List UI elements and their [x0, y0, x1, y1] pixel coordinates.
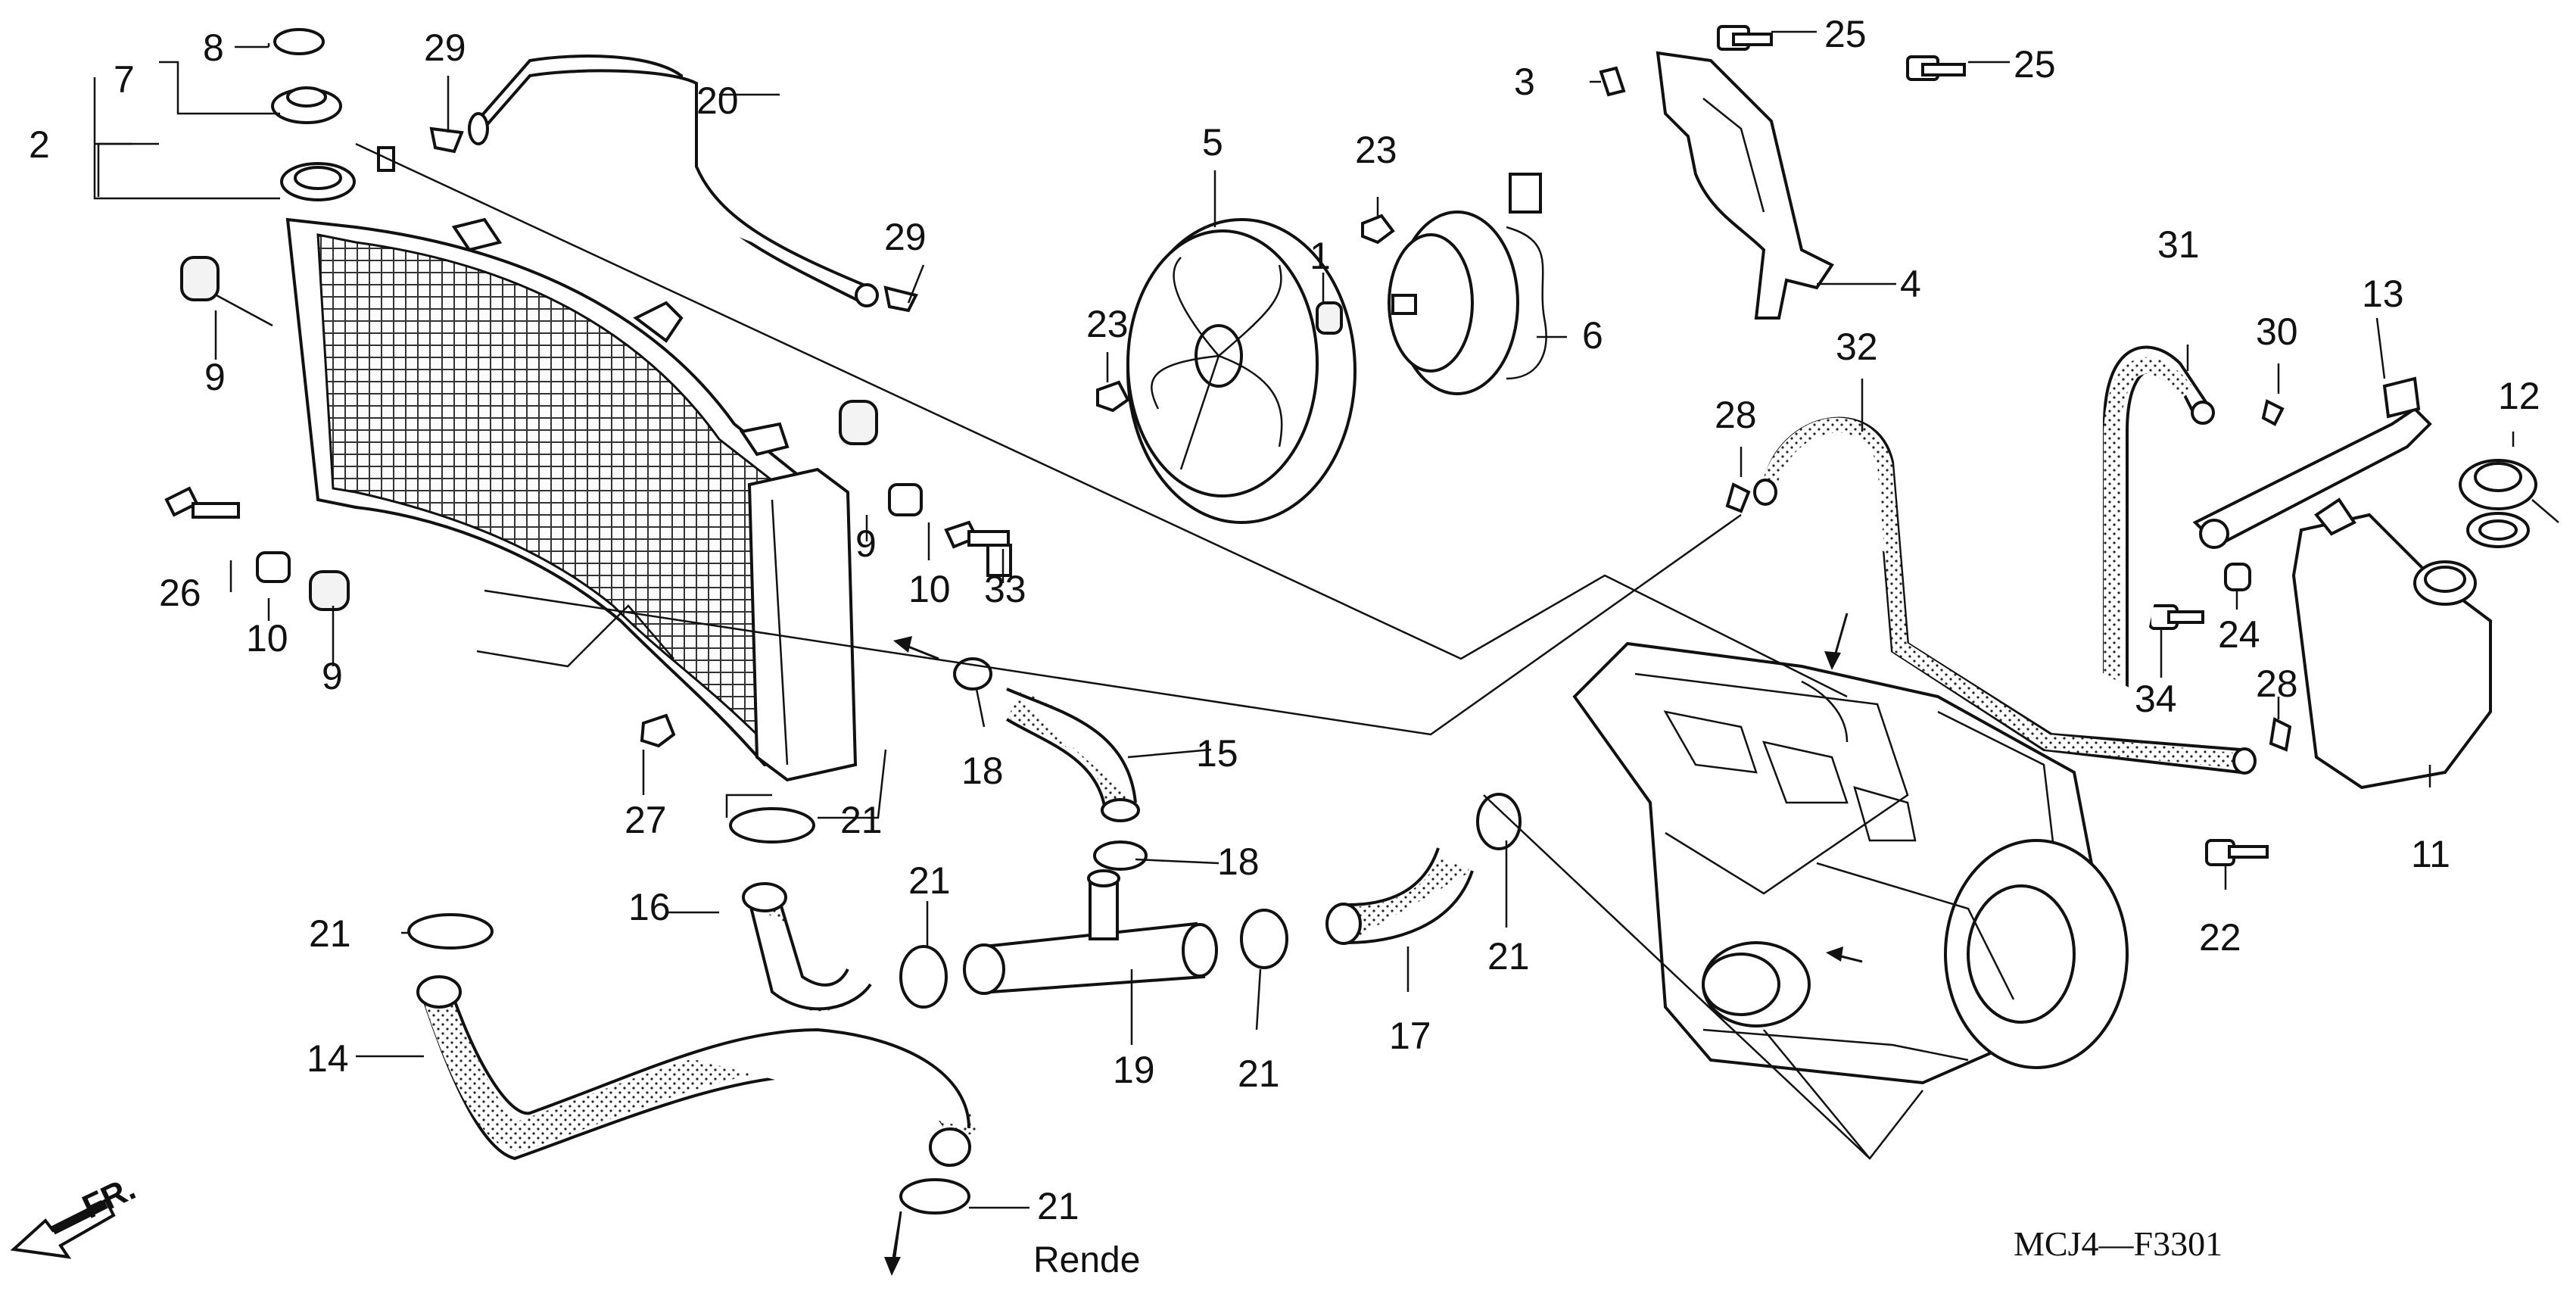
callout-26: 26	[159, 572, 201, 614]
callout-10a: 10	[246, 617, 288, 660]
callout-3: 3	[1514, 61, 1535, 103]
callout-18a: 18	[961, 750, 1004, 792]
callout-9b: 9	[322, 655, 343, 697]
callout-29a: 29	[424, 27, 466, 69]
callout-30: 30	[2256, 310, 2298, 353]
callout-5: 5	[1202, 121, 1223, 164]
callout-28b: 28	[2256, 663, 2298, 705]
callout-21f: 21	[1037, 1185, 1079, 1227]
callout-2: 2	[29, 123, 50, 166]
callout-leaders	[93, 30, 2515, 1258]
callout-27: 27	[625, 799, 667, 841]
callouts: 8 7 2 29 20 29 5 23 1 6 3 25 25 4 23 31 …	[29, 13, 2540, 1227]
reserve-tank	[2291, 497, 2492, 790]
water-pipe	[963, 869, 1218, 995]
callout-16: 16	[628, 886, 671, 928]
callout-23a: 23	[1355, 129, 1397, 171]
leader-lines	[355, 142, 1923, 1160]
callout-34: 34	[2135, 678, 2177, 720]
callout-21d: 21	[1238, 1052, 1280, 1095]
callout-19: 19	[1113, 1049, 1155, 1091]
callout-17: 17	[1389, 1015, 1431, 1057]
callout-25a: 25	[1824, 13, 1867, 55]
callout-33: 33	[984, 568, 1026, 610]
callout-20: 20	[696, 80, 739, 122]
radiator-cap	[271, 28, 395, 201]
callout-32: 32	[1836, 326, 1878, 368]
callout-9a: 9	[204, 356, 226, 398]
callout-14: 14	[307, 1037, 349, 1080]
callout-25b: 25	[2014, 43, 2056, 86]
callout-1: 1	[1310, 235, 1331, 277]
callout-21b: 21	[908, 859, 951, 902]
callout-13: 13	[2362, 273, 2404, 315]
callout-11: 11	[2411, 833, 2450, 875]
callout-21c: 21	[309, 912, 351, 955]
callout-22: 22	[2199, 916, 2241, 959]
callout-9c: 9	[855, 522, 877, 565]
callout-24: 24	[2218, 613, 2260, 656]
callout-29b: 29	[884, 216, 927, 258]
callout-4: 4	[1900, 263, 1921, 305]
callout-18b: 18	[1217, 840, 1260, 883]
callout-21a: 21	[840, 799, 883, 841]
callout-31: 31	[2157, 223, 2200, 266]
fan	[1126, 218, 1357, 524]
callout-21e: 21	[1487, 935, 1530, 978]
callout-23b: 23	[1086, 303, 1129, 345]
hose-clamps	[407, 657, 1522, 1215]
bolts-right	[2148, 563, 2269, 866]
engine	[1572, 641, 2129, 1085]
diagram-code: MCJ4—F3301	[2014, 1224, 2222, 1263]
callout-15: 15	[1196, 732, 1238, 775]
small-parts-left	[164, 256, 1012, 748]
callout-12: 12	[2498, 375, 2540, 417]
callout-7: 7	[114, 58, 135, 101]
front-direction-arrow	[10, 1198, 116, 1259]
radiator	[285, 217, 858, 782]
callout-28a: 28	[1715, 394, 1757, 436]
footer-fragment: Rende	[1033, 1240, 1140, 1280]
fan-motor	[1388, 173, 1547, 395]
callout-6: 6	[1582, 314, 1603, 357]
callout-10b: 10	[908, 568, 951, 610]
callout-8: 8	[203, 27, 224, 69]
bolts-top	[1717, 25, 1966, 81]
